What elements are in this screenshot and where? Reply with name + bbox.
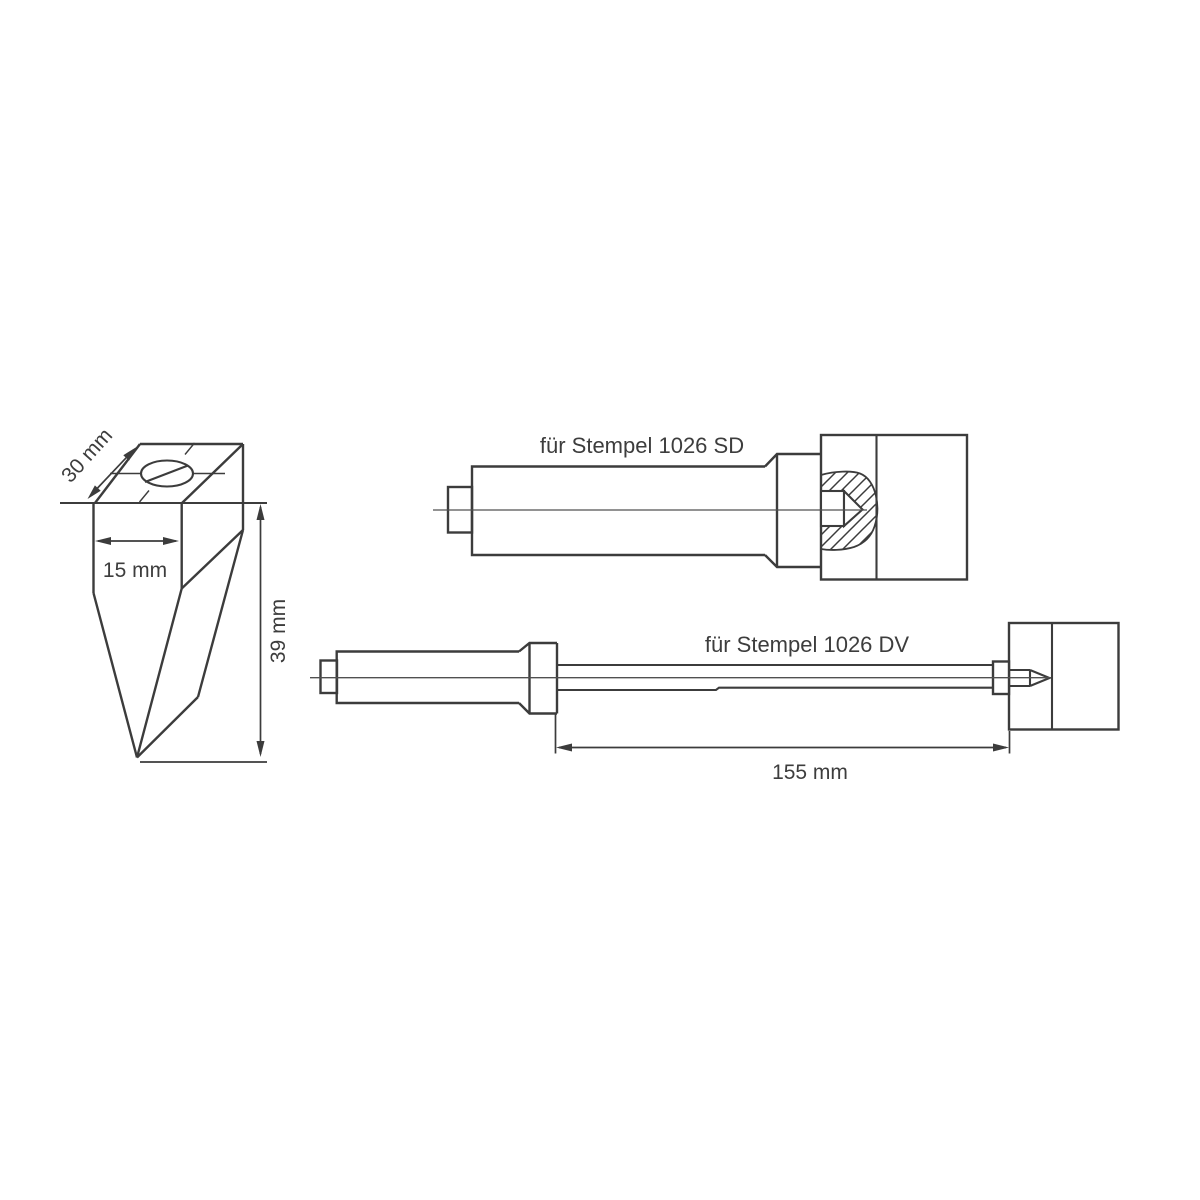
- dv-title: für Stempel 1026 DV: [705, 632, 910, 657]
- screw-top-view: [110, 442, 225, 503]
- dim-label-39mm: 39 mm: [267, 599, 290, 663]
- dv-shaft-bottom-edge: [557, 686, 993, 692]
- sd-socket-cone: [842, 488, 865, 529]
- sd-tool-drawing: für Stempel 1026 SD: [433, 433, 969, 581]
- dim-39mm: 39 mm: [140, 504, 290, 763]
- wedge-drawing: 30 mm 15 mm 39 mm: [57, 424, 290, 763]
- sd-title: für Stempel 1026 SD: [540, 433, 744, 458]
- dim-30mm: 30 mm: [57, 424, 137, 499]
- sd-cutaway-section: [819, 470, 879, 551]
- dim-15mm: 15 mm: [95, 537, 179, 582]
- sd-socket-hole: [819, 489, 846, 528]
- dv-holder-block: [1007, 621, 1120, 731]
- screw-centerline-up: [184, 442, 196, 455]
- dim-155mm: 155 mm: [554, 714, 1011, 784]
- sd-cylinder: [470, 465, 765, 557]
- dv-stub: [319, 659, 339, 695]
- dv-tool-drawing: für Stempel 1026 DV 155 mm: [310, 621, 1120, 784]
- dv-taper-collar: [518, 641, 559, 715]
- wedge-body: [92, 444, 245, 759]
- screw-centerline-down: [138, 490, 150, 503]
- dim-label-15mm: 15 mm: [103, 559, 167, 582]
- screw-slot-line: [144, 464, 189, 483]
- dim-label-155mm: 155 mm: [772, 761, 848, 784]
